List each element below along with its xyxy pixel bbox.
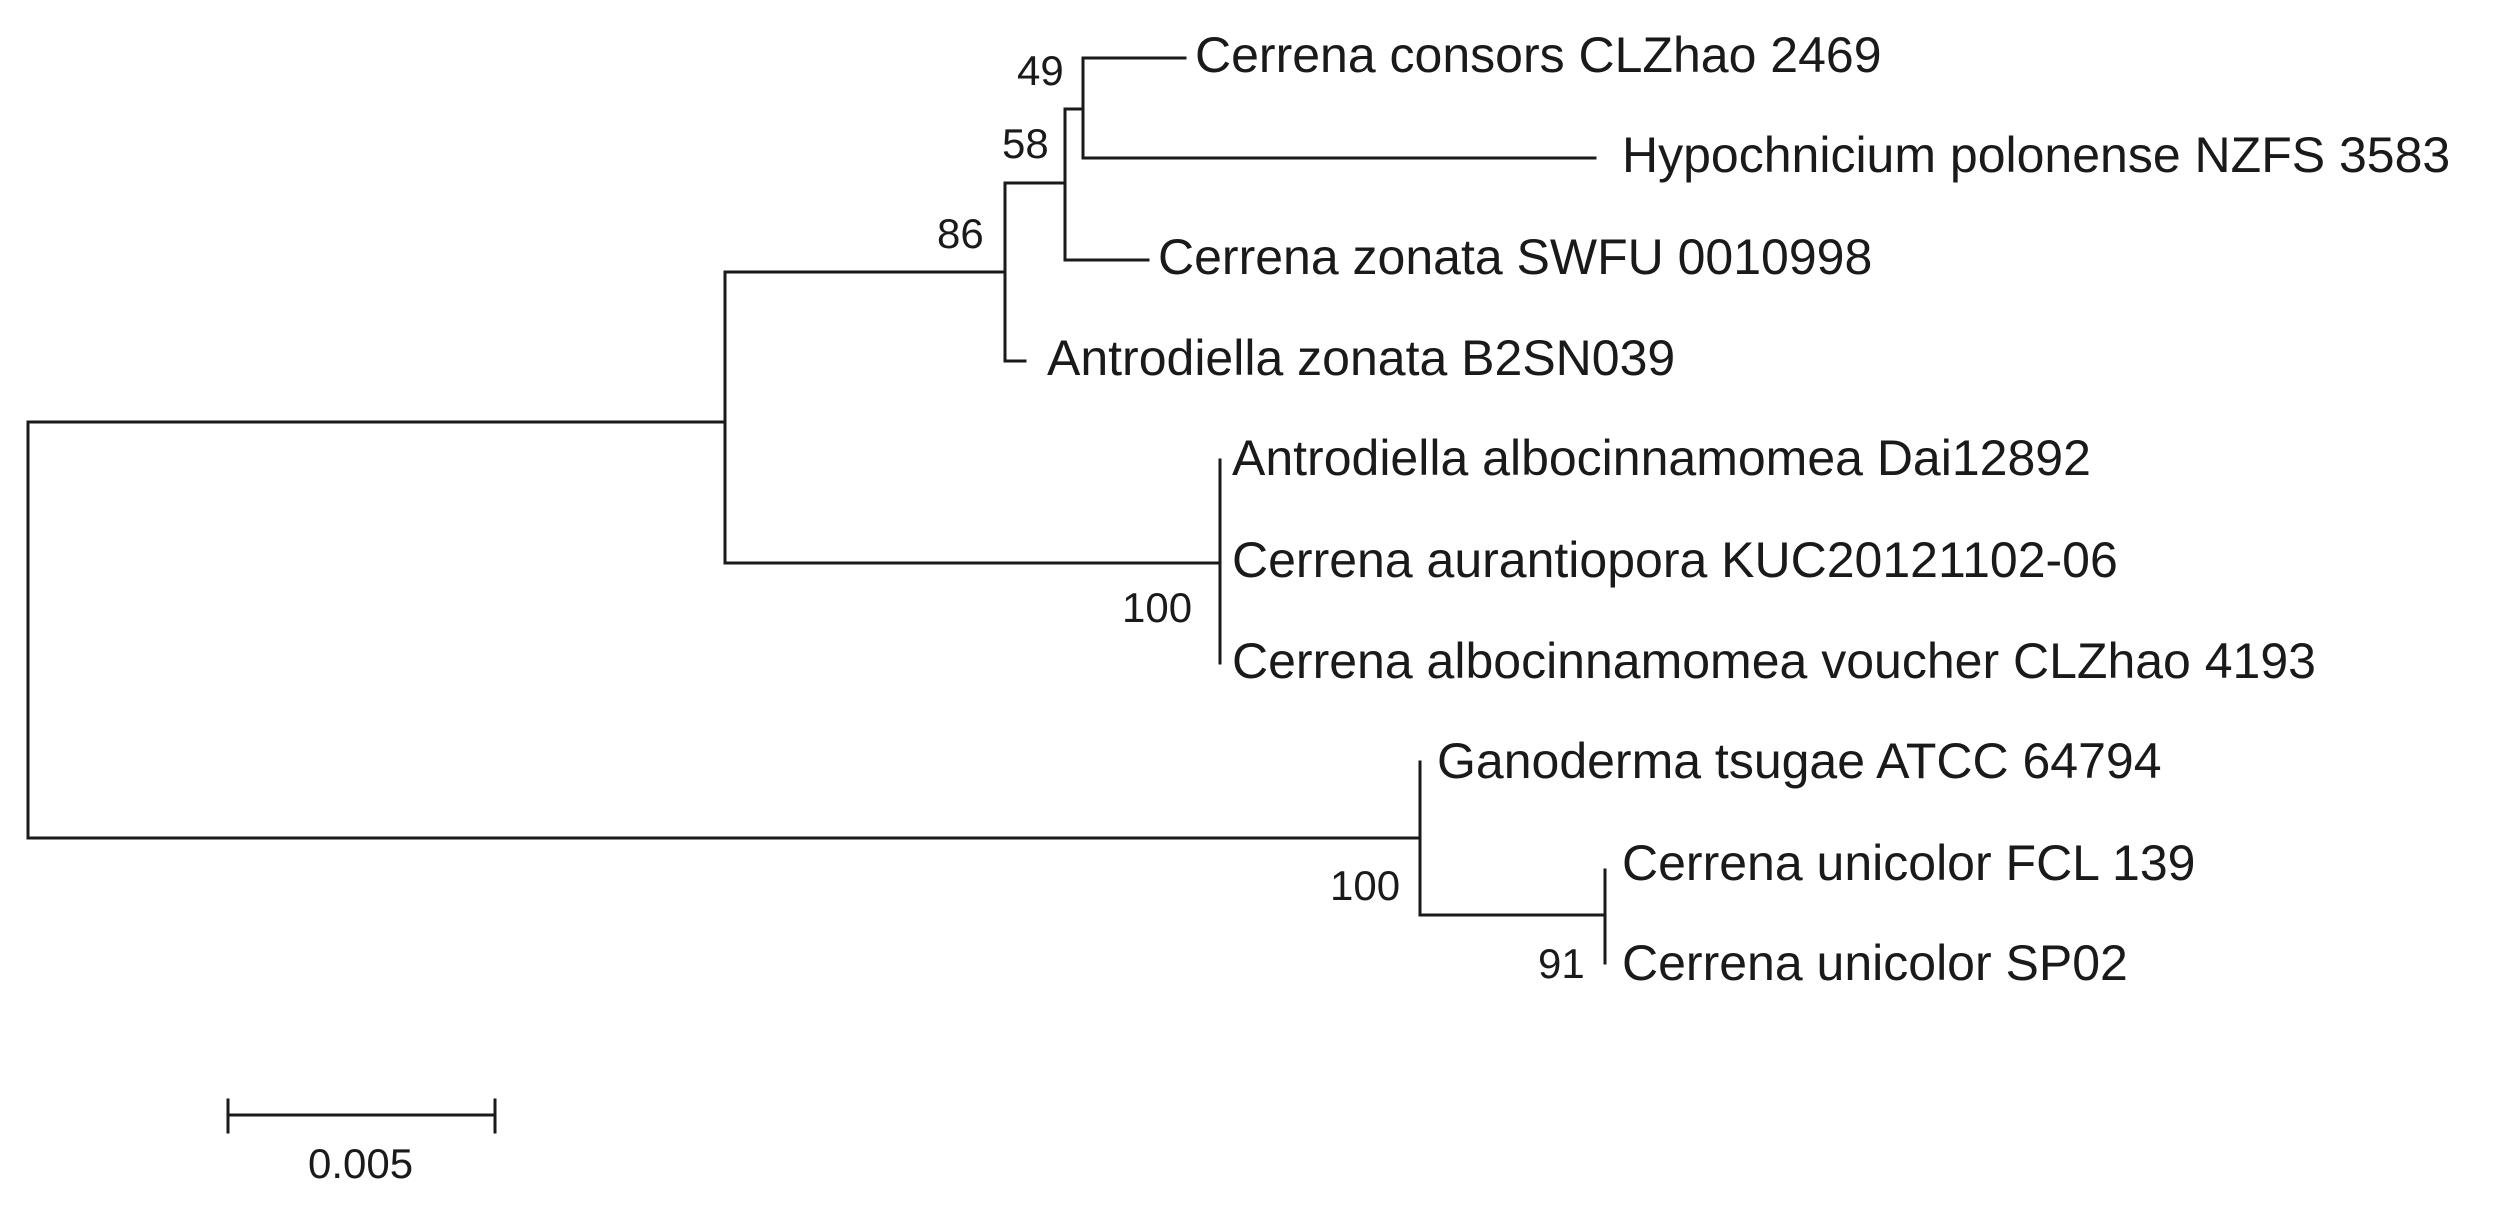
support-value: 49 [1017, 47, 1064, 94]
support-value: 91 [1538, 940, 1585, 987]
taxon-label: Cerrena unicolor FCL 139 [1622, 835, 2195, 891]
support-value: 86 [937, 210, 984, 257]
taxon-label: Cerrena consors CLZhao 2469 [1195, 27, 1882, 83]
taxon-label: Cerrena unicolor SP02 [1622, 935, 2128, 991]
scale-bar: 0.005 [226, 1098, 497, 1187]
tree-branches [26, 56, 1607, 965]
taxon-label: Cerrena aurantiopora KUC20121102-06 [1232, 532, 2118, 588]
taxon-labels: Cerrena consors CLZhao 2469 Hypochnicium… [1047, 27, 2450, 991]
taxon-label: Antrodiella albocinnamomea Dai12892 [1232, 430, 2091, 486]
taxon-label: Ganoderma tsugae ATCC 64794 [1437, 733, 2162, 789]
support-values: 49 58 86 100 100 91 [937, 47, 1585, 987]
taxon-label: Cerrena albocinnamomea voucher CLZhao 41… [1232, 633, 2316, 689]
taxon-label: Cerrena zonata SWFU 0010998 [1158, 229, 1872, 285]
scale-bar-label: 0.005 [308, 1140, 413, 1187]
taxon-label: Antrodiella zonata B2SN039 [1047, 330, 1675, 386]
support-value: 100 [1330, 862, 1400, 909]
support-value: 100 [1122, 584, 1192, 631]
taxon-label: Hypochnicium polonense NZFS 3583 [1622, 127, 2450, 183]
support-value: 58 [1002, 120, 1049, 167]
